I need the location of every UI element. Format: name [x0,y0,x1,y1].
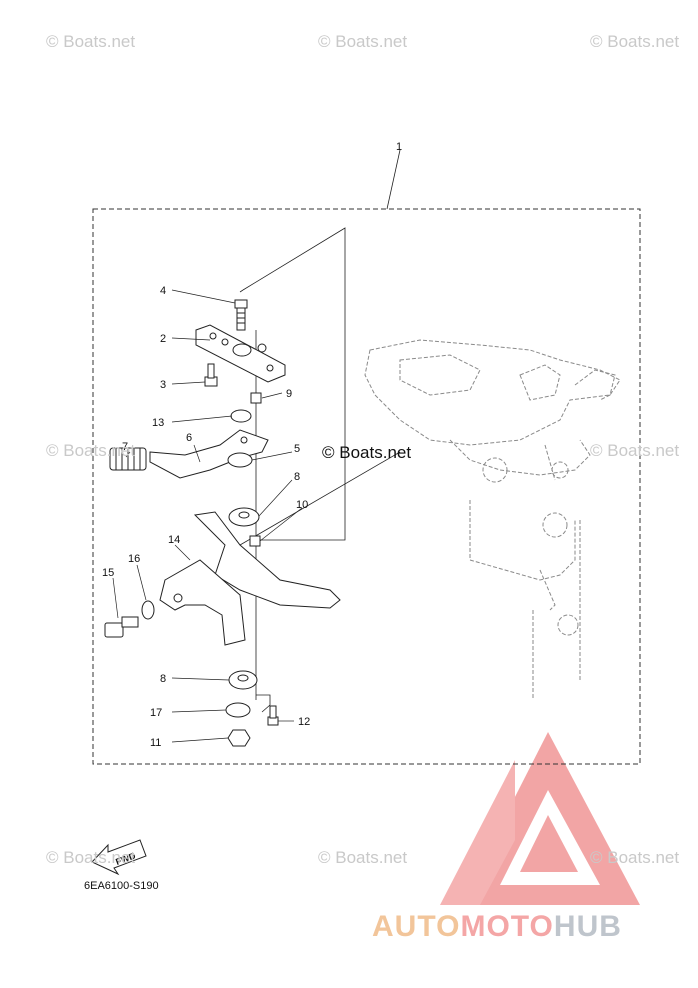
watermark-top-left: © Boats.net [46,32,136,51]
callout-17: 17 [150,707,162,719]
part-6-lever [149,429,269,479]
part-5-washer [227,452,253,468]
part-15-bolt [104,616,139,638]
automotohub-brand: AUTOMOTOHUB [372,910,622,944]
part-9-collar [250,392,262,404]
brand-part-auto: AUTO [372,910,461,943]
part-12-washer [230,409,252,423]
diagram-code: 6EA6100-S190 [84,880,159,892]
callout-7: 7 [122,441,128,453]
callout-5: 5 [294,443,300,455]
part-10-collar [249,535,261,547]
callout-13: 11 [150,737,161,749]
watermark-mid-left: © Boats.net [46,441,136,460]
callout-10: 10 [296,499,308,511]
part-2-plate [195,324,286,383]
watermark-bottom-center: © Boats.net [318,848,408,867]
callout-16: 16 [128,553,140,565]
watermark-bottom-left: © Boats.net [46,848,136,867]
part-17-washer [225,702,251,718]
assembly-boundary [92,208,641,765]
part-13-nut [227,729,251,747]
callout-12: 13 [152,417,164,429]
callout-14: 14 [168,534,180,546]
watermark-top-center: © Boats.net [318,32,408,51]
watermark-center: © Boats.net [322,443,412,462]
callout-8-upper: 8 [294,471,300,483]
part-8-bushing-lower [228,670,258,690]
callout-labels: 1 4 2 3 9 13 6 7 5 8 10 14 16 15 8 17 12… [102,141,402,749]
brand-part-moto: MOTO [460,910,554,943]
callout-6: 6 [186,432,192,444]
callout-1: 1 [396,141,402,153]
callout-11: 12 [298,716,310,728]
part-16-washer [141,600,155,620]
callout-8-lower: 8 [160,673,166,685]
part-14-bracket [159,511,341,646]
watermark-bottom-right: © Boats.net [590,848,680,867]
watermark-mid-right: © Boats.net [590,441,680,460]
part-11-screw [267,705,279,726]
part-8-bushing-upper [228,507,260,527]
callout-15: 15 [102,567,114,579]
part-4-bolt [234,299,248,331]
callout-4: 4 [160,285,166,297]
part-3-screw [204,363,218,387]
callout-3: 3 [160,379,166,391]
watermark-top-right: © Boats.net [590,32,680,51]
brand-part-hub: HUB [553,910,622,943]
ghost-bracket-outline [364,339,621,700]
callout-2: 2 [160,333,166,345]
automotohub-logo-icon [440,732,640,905]
callout-9: 9 [286,388,292,400]
part-7-grip [109,447,147,471]
